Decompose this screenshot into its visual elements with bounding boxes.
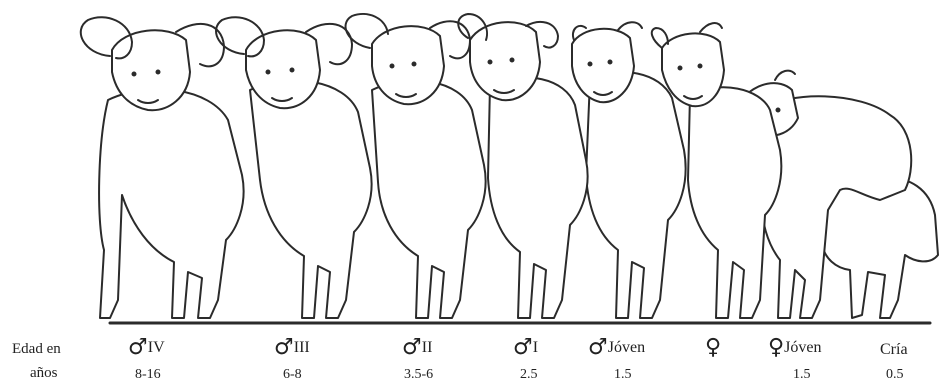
age-ram-class-ii: 3.5-6: [404, 367, 433, 383]
male-symbol-icon: ♂: [588, 335, 608, 360]
label-ram-class-i: ♂I: [513, 338, 538, 358]
label-ram-class-iii: ♂III: [274, 338, 310, 358]
label-young-ram: ♂Jóven: [588, 338, 645, 358]
age-young-ewe: 1.5: [793, 367, 811, 383]
label-ewe: ♀: [705, 338, 721, 358]
age-axis-label-line2: años: [30, 364, 58, 382]
male-symbol-icon: ♂: [402, 335, 422, 360]
label-young-ewe: ♀Jóven: [768, 338, 821, 358]
age-ram-class-i: 2.5: [520, 367, 538, 383]
age-lamb: 0.5: [886, 367, 904, 383]
label-ram-class-ii: ♂II: [402, 338, 432, 358]
age-ram-class-iv: 8-16: [135, 367, 161, 383]
male-symbol-icon: ♂: [513, 335, 533, 360]
label-ram-class-iv: ♂IV: [128, 338, 165, 358]
male-symbol-icon: ♂: [274, 335, 294, 360]
label-lamb: Cría: [880, 340, 908, 360]
age-axis-label-line1: Edad en: [12, 340, 61, 358]
male-symbol-icon: ♂: [128, 335, 148, 360]
age-young-ram: 1.5: [614, 367, 632, 383]
age-ram-class-iii: 6-8: [283, 367, 302, 383]
ram-class-iv-figure: [81, 17, 244, 318]
female-symbol-icon: ♀: [705, 335, 721, 360]
female-symbol-icon: ♀: [768, 335, 784, 360]
